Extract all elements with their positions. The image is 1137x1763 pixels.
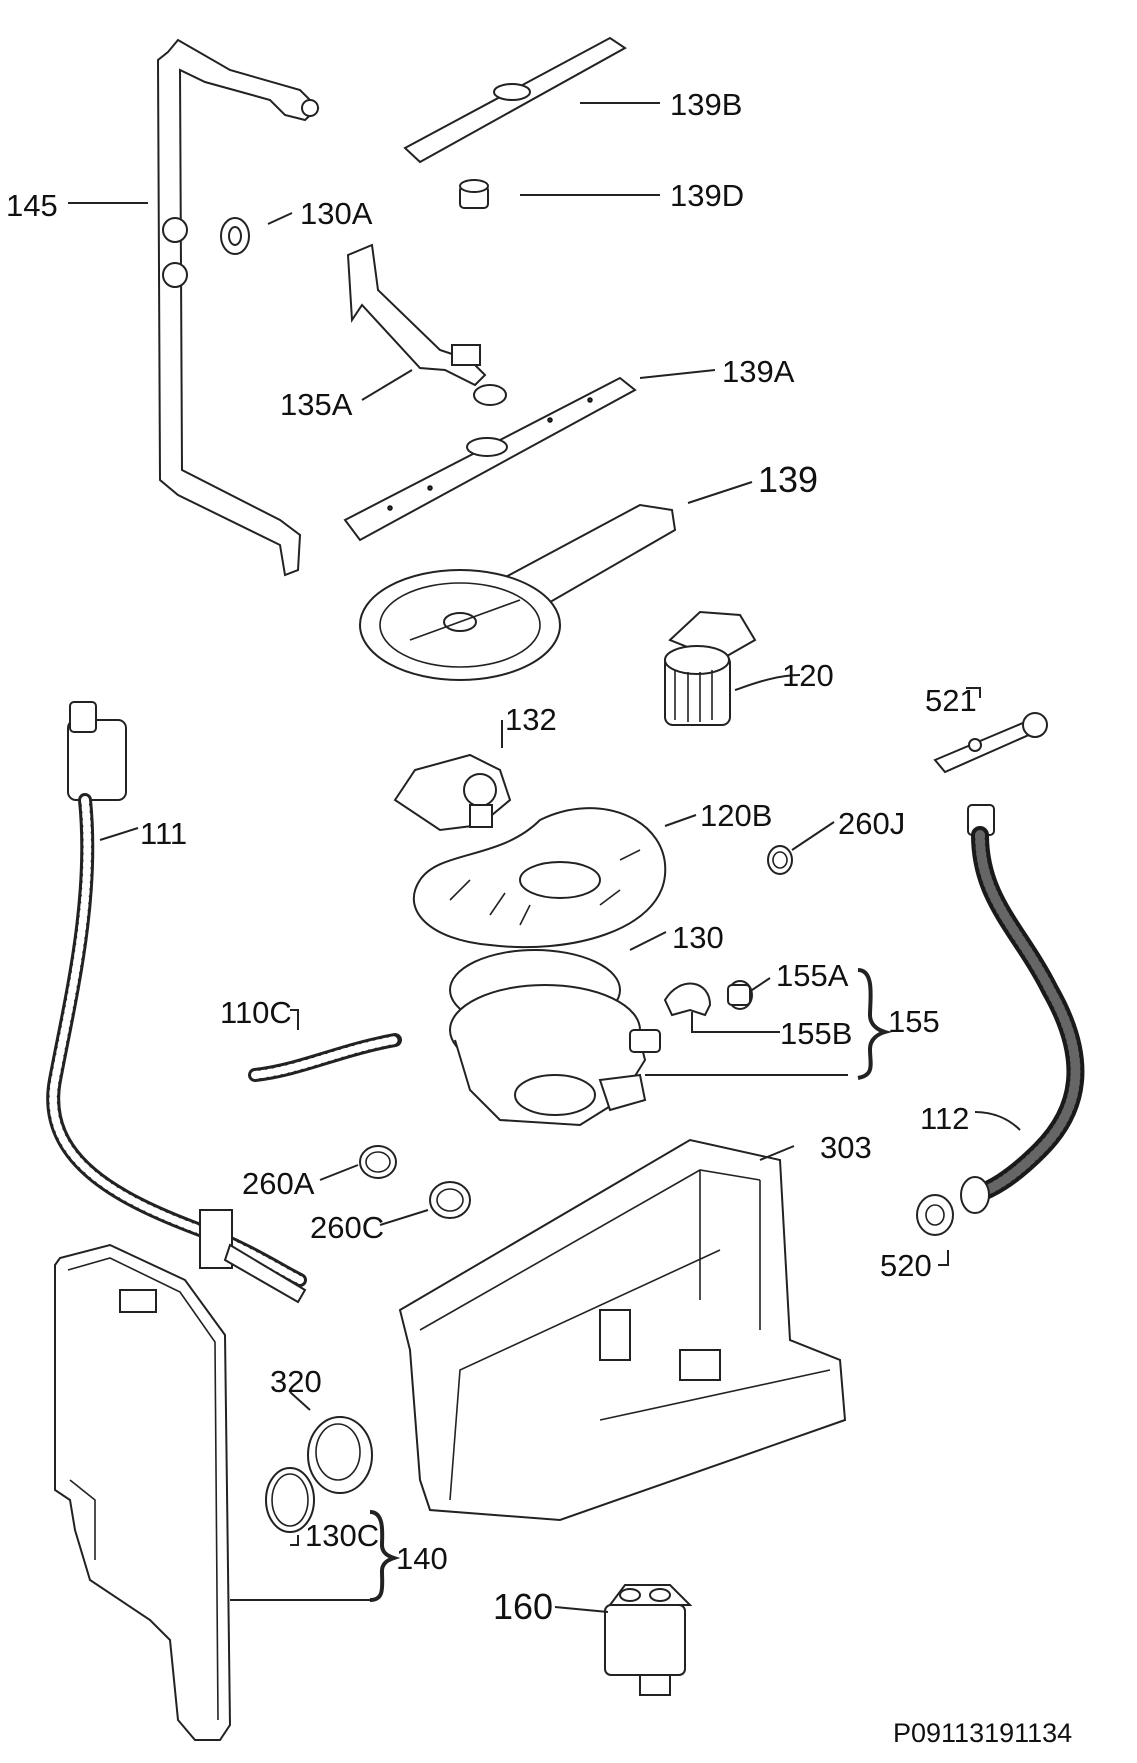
part-155B-cover xyxy=(663,982,712,1017)
part-120B-coarse-filter xyxy=(413,807,667,949)
part-139D-nut xyxy=(459,179,489,209)
part-130-sump xyxy=(449,949,661,1127)
label-139A: 139A xyxy=(722,354,795,389)
label-130C: 130C xyxy=(305,1518,380,1553)
part-320-seal xyxy=(307,1416,373,1494)
label-155: 155 xyxy=(888,1004,940,1039)
label-110C: 110C xyxy=(220,995,292,1030)
label-139D: 139D xyxy=(670,178,745,213)
label-140: 140 xyxy=(396,1541,448,1576)
label-260J: 260J xyxy=(838,806,906,841)
part-132-bracket xyxy=(393,753,512,832)
part-260A-clip xyxy=(359,1145,397,1179)
label-111: 111 xyxy=(140,816,188,851)
label-139: 139 xyxy=(758,459,819,500)
label-303: 303 xyxy=(820,1130,872,1165)
part-155A-connector xyxy=(727,980,753,1010)
label-120B: 120B xyxy=(700,798,773,833)
leader-lines xyxy=(68,102,1021,1613)
brace-140 xyxy=(369,1510,401,1602)
part-110C-hose xyxy=(248,1033,402,1082)
brace-155 xyxy=(857,968,893,1080)
label-155B: 155B xyxy=(780,1016,853,1051)
label-521: 521 xyxy=(925,683,977,718)
label-320: 320 xyxy=(270,1364,322,1399)
label-139B: 139B xyxy=(670,87,743,122)
part-112-drain-hose xyxy=(960,804,1085,1214)
label-260A: 260A xyxy=(242,1166,315,1201)
part-111-inlet-hose xyxy=(46,701,307,1304)
label-155A: 155A xyxy=(776,958,849,993)
part-139-lower-spray-arm xyxy=(359,503,677,681)
label-520: 520 xyxy=(880,1248,932,1283)
label-135A: 135A xyxy=(280,387,353,422)
label-160: 160 xyxy=(493,1586,554,1627)
label-145: 145 xyxy=(6,188,58,223)
label-112: 112 xyxy=(920,1101,970,1136)
part-139B-upper-spray-arm xyxy=(403,36,627,164)
label-130: 130 xyxy=(672,920,724,955)
part-160-pump xyxy=(604,1584,693,1696)
part-520-nut xyxy=(916,1194,954,1236)
part-145-supply-pipe xyxy=(156,38,320,577)
part-303-base-frame xyxy=(398,1138,847,1522)
part-120-filter xyxy=(664,610,757,726)
label-120: 120 xyxy=(782,658,834,693)
part-521-key xyxy=(933,712,1048,774)
label-132: 132 xyxy=(505,702,557,737)
drawing-code: P09113191134 xyxy=(893,1718,1073,1748)
part-135A-arm-support xyxy=(346,243,507,406)
part-139A-middle-spray-arm xyxy=(343,376,637,542)
part-260C-clip xyxy=(429,1181,471,1219)
part-140-side-container xyxy=(54,1243,232,1741)
label-260C: 260C xyxy=(310,1210,385,1245)
label-130A: 130A xyxy=(300,196,373,231)
part-130A-seal xyxy=(220,217,250,255)
part-130C-ring xyxy=(265,1467,315,1533)
part-260J-clip xyxy=(767,845,793,875)
